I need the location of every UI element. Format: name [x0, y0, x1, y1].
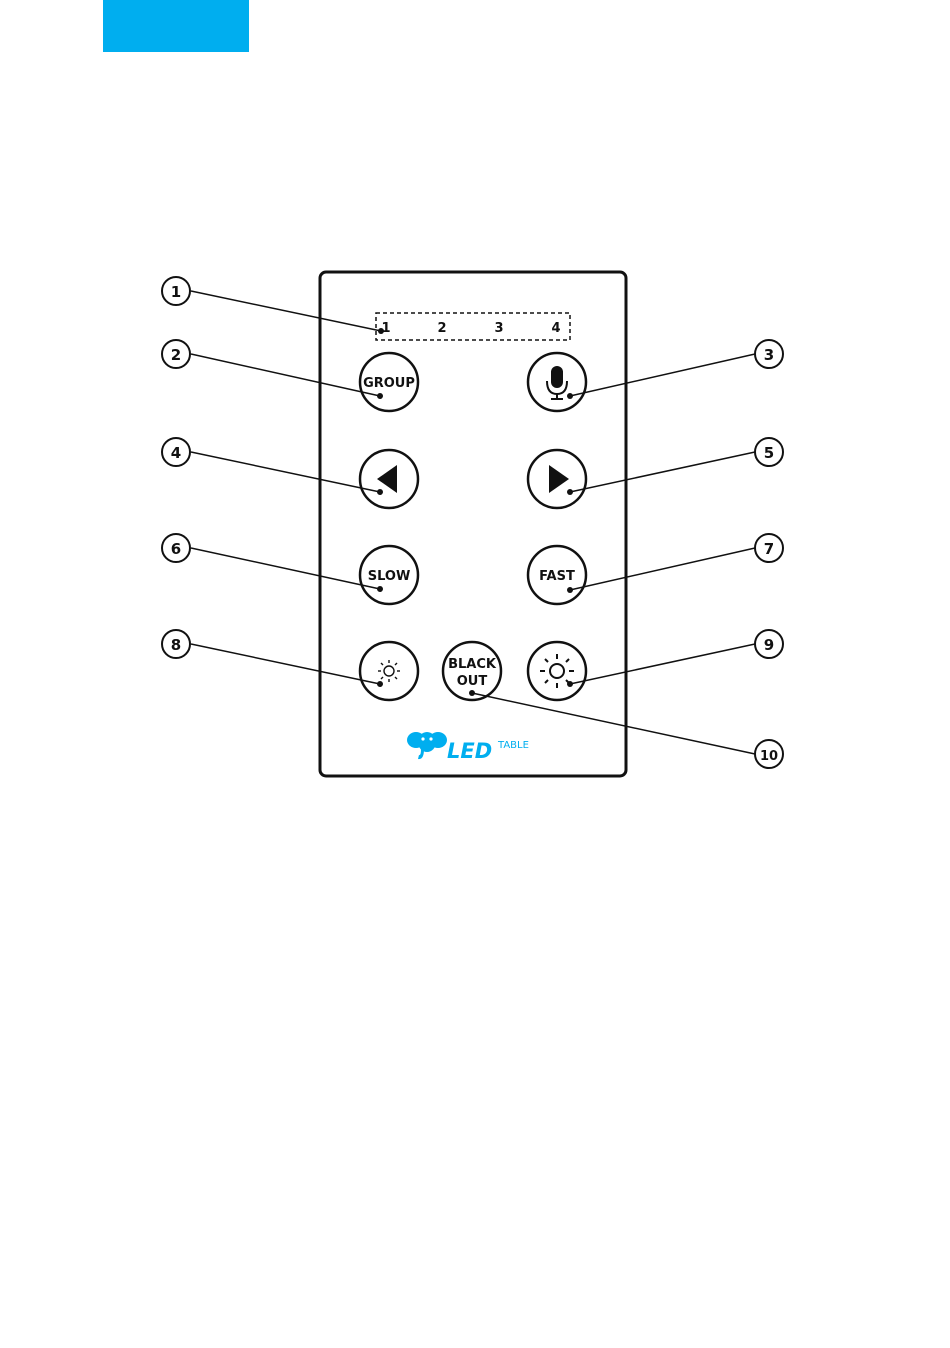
- fast-button[interactable]: FAST: [528, 546, 586, 604]
- callout-5: 5: [755, 438, 783, 466]
- slow-button[interactable]: SLOW: [360, 546, 418, 604]
- led-indicator-2: 2: [437, 321, 446, 336]
- led-indicator-4: 4: [551, 321, 560, 336]
- callout-3-label: 3: [764, 346, 774, 364]
- callout-6-label: 6: [171, 540, 181, 558]
- callout-9-label: 9: [764, 636, 774, 654]
- brightness-down-button[interactable]: [360, 642, 418, 700]
- callout-4: 4: [162, 438, 190, 466]
- callout-8: 8: [162, 630, 190, 658]
- previous-button[interactable]: [360, 450, 418, 508]
- brightness-up-button[interactable]: [528, 642, 586, 700]
- group-button-label: GROUP: [363, 376, 415, 391]
- fast-button-label: FAST: [539, 569, 575, 584]
- callout-9: 9: [755, 630, 783, 658]
- blackout-label-line1: BLACK: [448, 657, 497, 672]
- group-button[interactable]: GROUP: [360, 353, 418, 411]
- callout-6: 6: [162, 534, 190, 562]
- callout-1-label: 1: [171, 283, 181, 301]
- callout-10: 10: [755, 740, 783, 768]
- logo-brand-text: LED: [447, 739, 492, 763]
- slow-button-label: SLOW: [368, 569, 411, 584]
- callout-2-label: 2: [171, 346, 181, 364]
- callout-8-label: 8: [171, 636, 181, 654]
- led-indicator-1: 1: [381, 321, 390, 336]
- callout-5-label: 5: [764, 444, 774, 462]
- callout-2: 2: [162, 340, 190, 368]
- callout-10-label: 10: [760, 749, 778, 764]
- mic-button[interactable]: [528, 353, 586, 411]
- led-indicator-3: 3: [494, 321, 503, 336]
- callout-7-label: 7: [764, 540, 774, 558]
- callout-3: 3: [755, 340, 783, 368]
- callout-7: 7: [755, 534, 783, 562]
- logo-suffix-text: TABLE: [497, 740, 529, 751]
- callout-4-label: 4: [171, 444, 181, 462]
- blackout-label-line2: OUT: [457, 674, 488, 689]
- next-button[interactable]: [528, 450, 586, 508]
- callout-1: 1: [162, 277, 190, 305]
